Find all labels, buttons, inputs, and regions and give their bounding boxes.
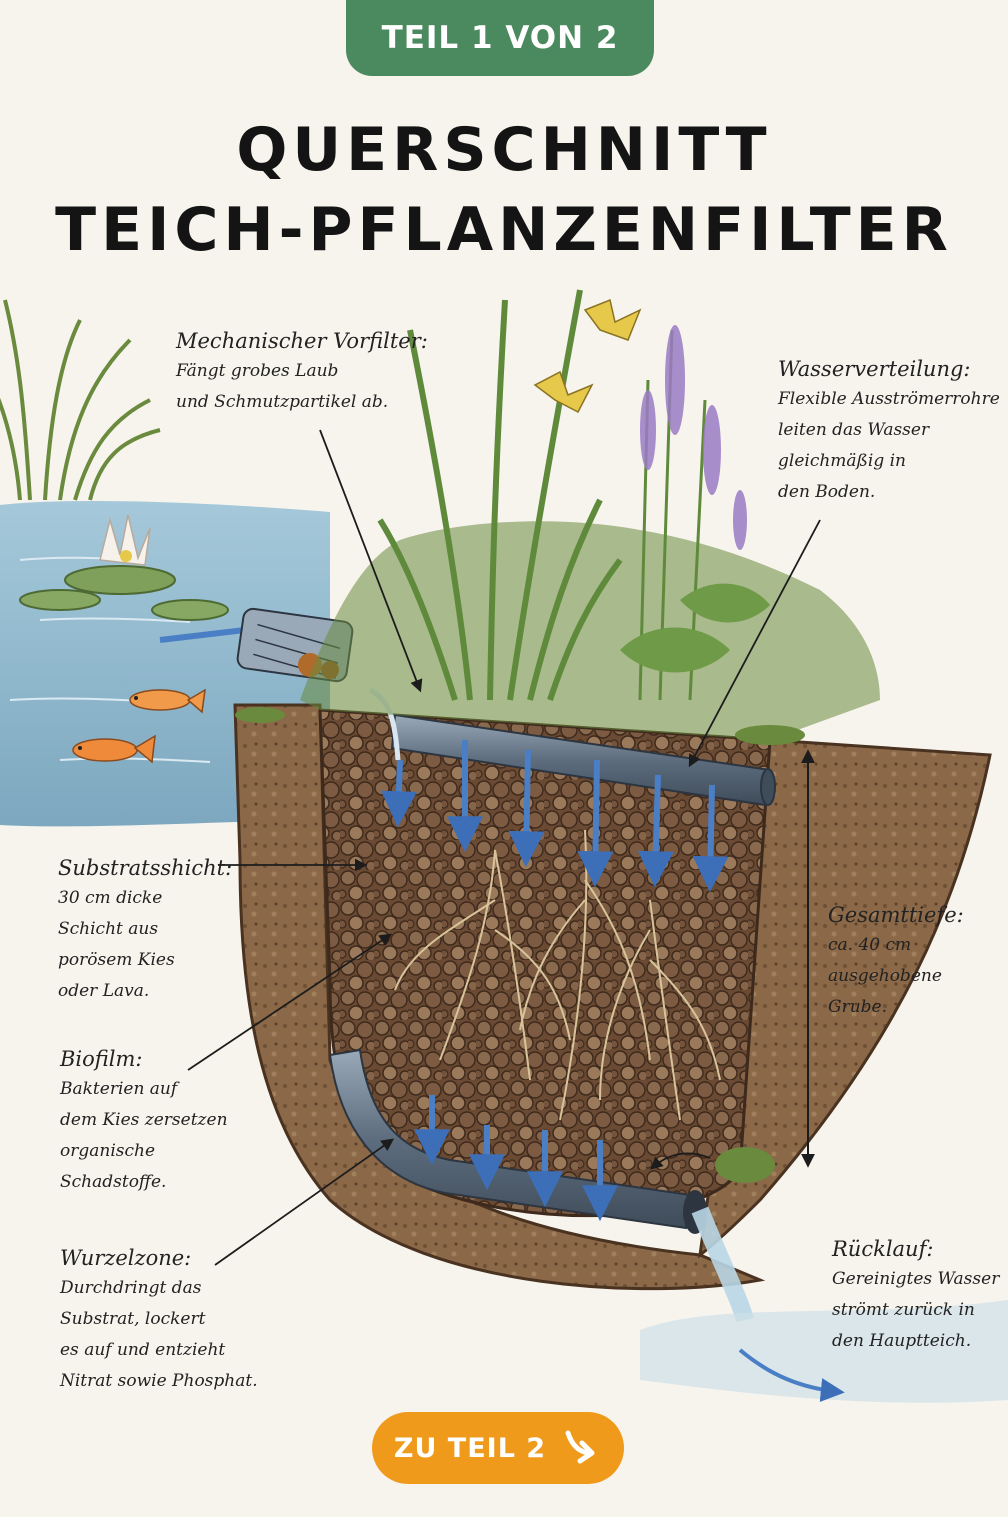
moss — [235, 707, 805, 1183]
annotation-line: oder Lava. — [58, 981, 150, 1001]
annotation-tiefe: Gesamttiefe: ca. 40 cm ausgehobene Grube… — [828, 900, 964, 1023]
return-water — [640, 1206, 1008, 1403]
koi-fish-icon — [72, 688, 206, 764]
annotation-heading: Wasserverteilung: — [778, 357, 971, 381]
annotation-line: Fängt grobes Laub — [176, 361, 339, 381]
annotation-line: und Schmutzpartikel ab. — [176, 392, 389, 412]
annotation-substrat: Substratsshicht: 30 cm dicke Schicht aus… — [58, 853, 232, 1007]
annotation-line: Schadstoffe. — [60, 1172, 167, 1192]
distribution-pipe — [390, 713, 776, 807]
page-title: QUERSCHNITT TEICH-PFLANZENFILTER — [0, 110, 1008, 270]
annotation-heading: Wurzelzone: — [60, 1246, 192, 1270]
title-line-1: QUERSCHNITT — [236, 115, 772, 185]
annotation-heading: Mechanischer Vorfilter: — [176, 329, 428, 353]
annotation-line: Bakterien auf — [60, 1079, 178, 1099]
water-lily-icon — [19, 514, 229, 621]
arrow-down-right-icon — [565, 1430, 595, 1464]
part-badge-label: TEIL 1 VON 2 — [381, 20, 619, 56]
annotation-line: gleichmäßig in — [778, 451, 907, 471]
annotation-body: Durchdringt das Substrat, lockert es auf… — [60, 1273, 258, 1397]
annotation-line: 30 cm dicke — [58, 888, 163, 908]
annotation-line: porösem Kies — [58, 950, 175, 970]
leader-lines — [187, 429, 821, 1266]
annotation-body: Bakterien auf dem Kies zersetzen organis… — [60, 1074, 228, 1198]
next-part-button[interactable]: ZU TEIL 2 — [372, 1412, 624, 1484]
annotation-line: ca. 40 cm — [828, 935, 912, 955]
annotation-verteilung: Wasserverteilung: Flexible Ausströmerroh… — [778, 354, 1000, 508]
part-badge: TEIL 1 VON 2 — [346, 0, 654, 76]
annotation-line: Durchdringt das — [60, 1278, 202, 1298]
annotation-heading: Rücklauf: — [832, 1237, 934, 1261]
annotation-vorfilter: Mechanischer Vorfilter: Fängt grobes Lau… — [176, 326, 428, 418]
annotation-body: Gereinigtes Wasser strömt zurück in den … — [832, 1264, 999, 1357]
title-line-2: TEICH-PFLANZENFILTER — [55, 195, 953, 265]
annotation-line: strömt zurück in — [832, 1300, 975, 1320]
iris-flower-icon — [533, 298, 642, 414]
root-zone — [394, 829, 721, 1121]
annotation-wurzel: Wurzelzone: Durchdringt das Substrat, lo… — [60, 1243, 258, 1397]
annotation-line: den Hauptteich. — [832, 1331, 972, 1351]
annotation-line: Flexible Ausströmerrohre — [778, 389, 1000, 409]
annotation-line: organische — [60, 1141, 156, 1161]
annotation-biofilm: Biofilm: Bakterien auf dem Kies zersetze… — [60, 1044, 228, 1198]
reed-grass — [0, 299, 161, 501]
annotation-line: Nitrat sowie Phosphat. — [60, 1371, 258, 1391]
annotation-line: es auf und entzieht — [60, 1340, 226, 1360]
annotation-line: Grube. — [828, 997, 888, 1017]
annotation-body: ca. 40 cm ausgehobene Grube. — [828, 930, 964, 1023]
annotation-heading: Gesamttiefe: — [828, 903, 964, 927]
annotation-body: 30 cm dicke Schicht aus porösem Kies ode… — [58, 883, 232, 1007]
annotation-body: Flexible Ausströmerrohre leiten das Wass… — [778, 384, 1000, 508]
annotation-body: Fängt grobes Laub und Schmutzpartikel ab… — [176, 356, 428, 418]
annotation-line: leiten das Wasser — [778, 420, 930, 440]
flow-arrow-icon — [380, 740, 729, 1222]
lavender-icon — [620, 325, 770, 701]
annotation-line: ausgehobene — [828, 966, 942, 986]
annotation-ruecklauf: Rücklauf: Gereinigtes Wasser strömt zurü… — [832, 1234, 999, 1357]
annotation-line: den Boden. — [778, 482, 876, 502]
annotation-line: Substrat, lockert — [60, 1309, 206, 1329]
next-part-label: ZU TEIL 2 — [393, 1432, 547, 1464]
annotation-heading: Substratsshicht: — [58, 856, 233, 880]
reed-plant — [377, 289, 623, 701]
ground-cover — [300, 521, 880, 740]
annotation-line: Gereinigtes Wasser — [832, 1269, 1000, 1289]
annotation-line: dem Kies zersetzen — [60, 1110, 228, 1130]
annotation-heading: Biofilm: — [60, 1047, 143, 1071]
annotation-line: Schicht aus — [58, 919, 159, 939]
